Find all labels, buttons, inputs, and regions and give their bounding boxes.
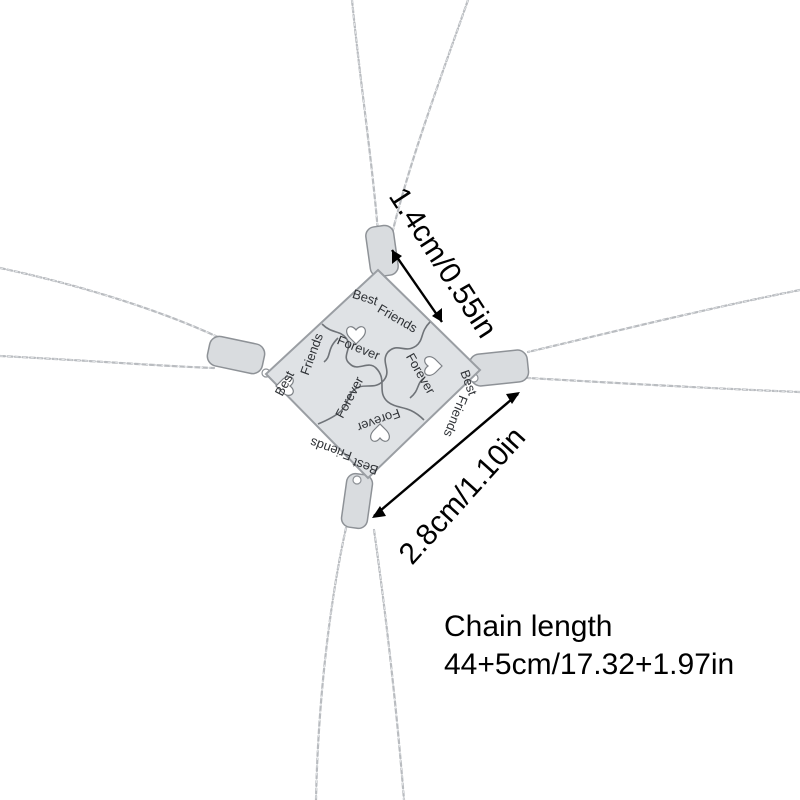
bail-left — [206, 335, 266, 375]
heart-icon — [346, 326, 366, 345]
chain-length-value: 44+5cm/17.32+1.97in — [444, 648, 735, 681]
heart-icon — [370, 423, 390, 442]
bail-top — [365, 224, 399, 278]
chain-length-label: Chain length — [444, 610, 613, 643]
heart-icon — [275, 376, 294, 396]
heart-icon — [424, 356, 443, 376]
pendant-size-label: 2.8cm/1.10in — [393, 421, 532, 571]
bail-bottom — [340, 472, 374, 530]
